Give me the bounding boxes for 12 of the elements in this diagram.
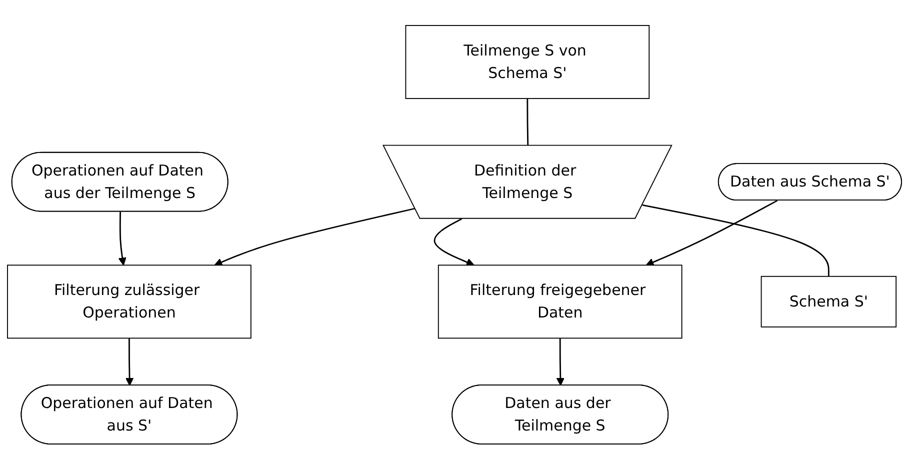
- arrow: [646, 200, 778, 266]
- arrow: [556, 338, 565, 386]
- arrow: [125, 338, 134, 386]
- node-box: Schema S': [760, 276, 897, 328]
- arrow: [434, 218, 474, 266]
- connector: [642, 204, 830, 277]
- arrow: [214, 208, 416, 266]
- connector: [526, 98, 529, 146]
- node-box: Filterung freigegebener Daten: [438, 264, 682, 339]
- node-box: Teilmenge S von Schema S': [405, 25, 650, 100]
- arrow: [118, 212, 126, 266]
- node-box: Filterung zulässiger Operationen: [7, 264, 252, 339]
